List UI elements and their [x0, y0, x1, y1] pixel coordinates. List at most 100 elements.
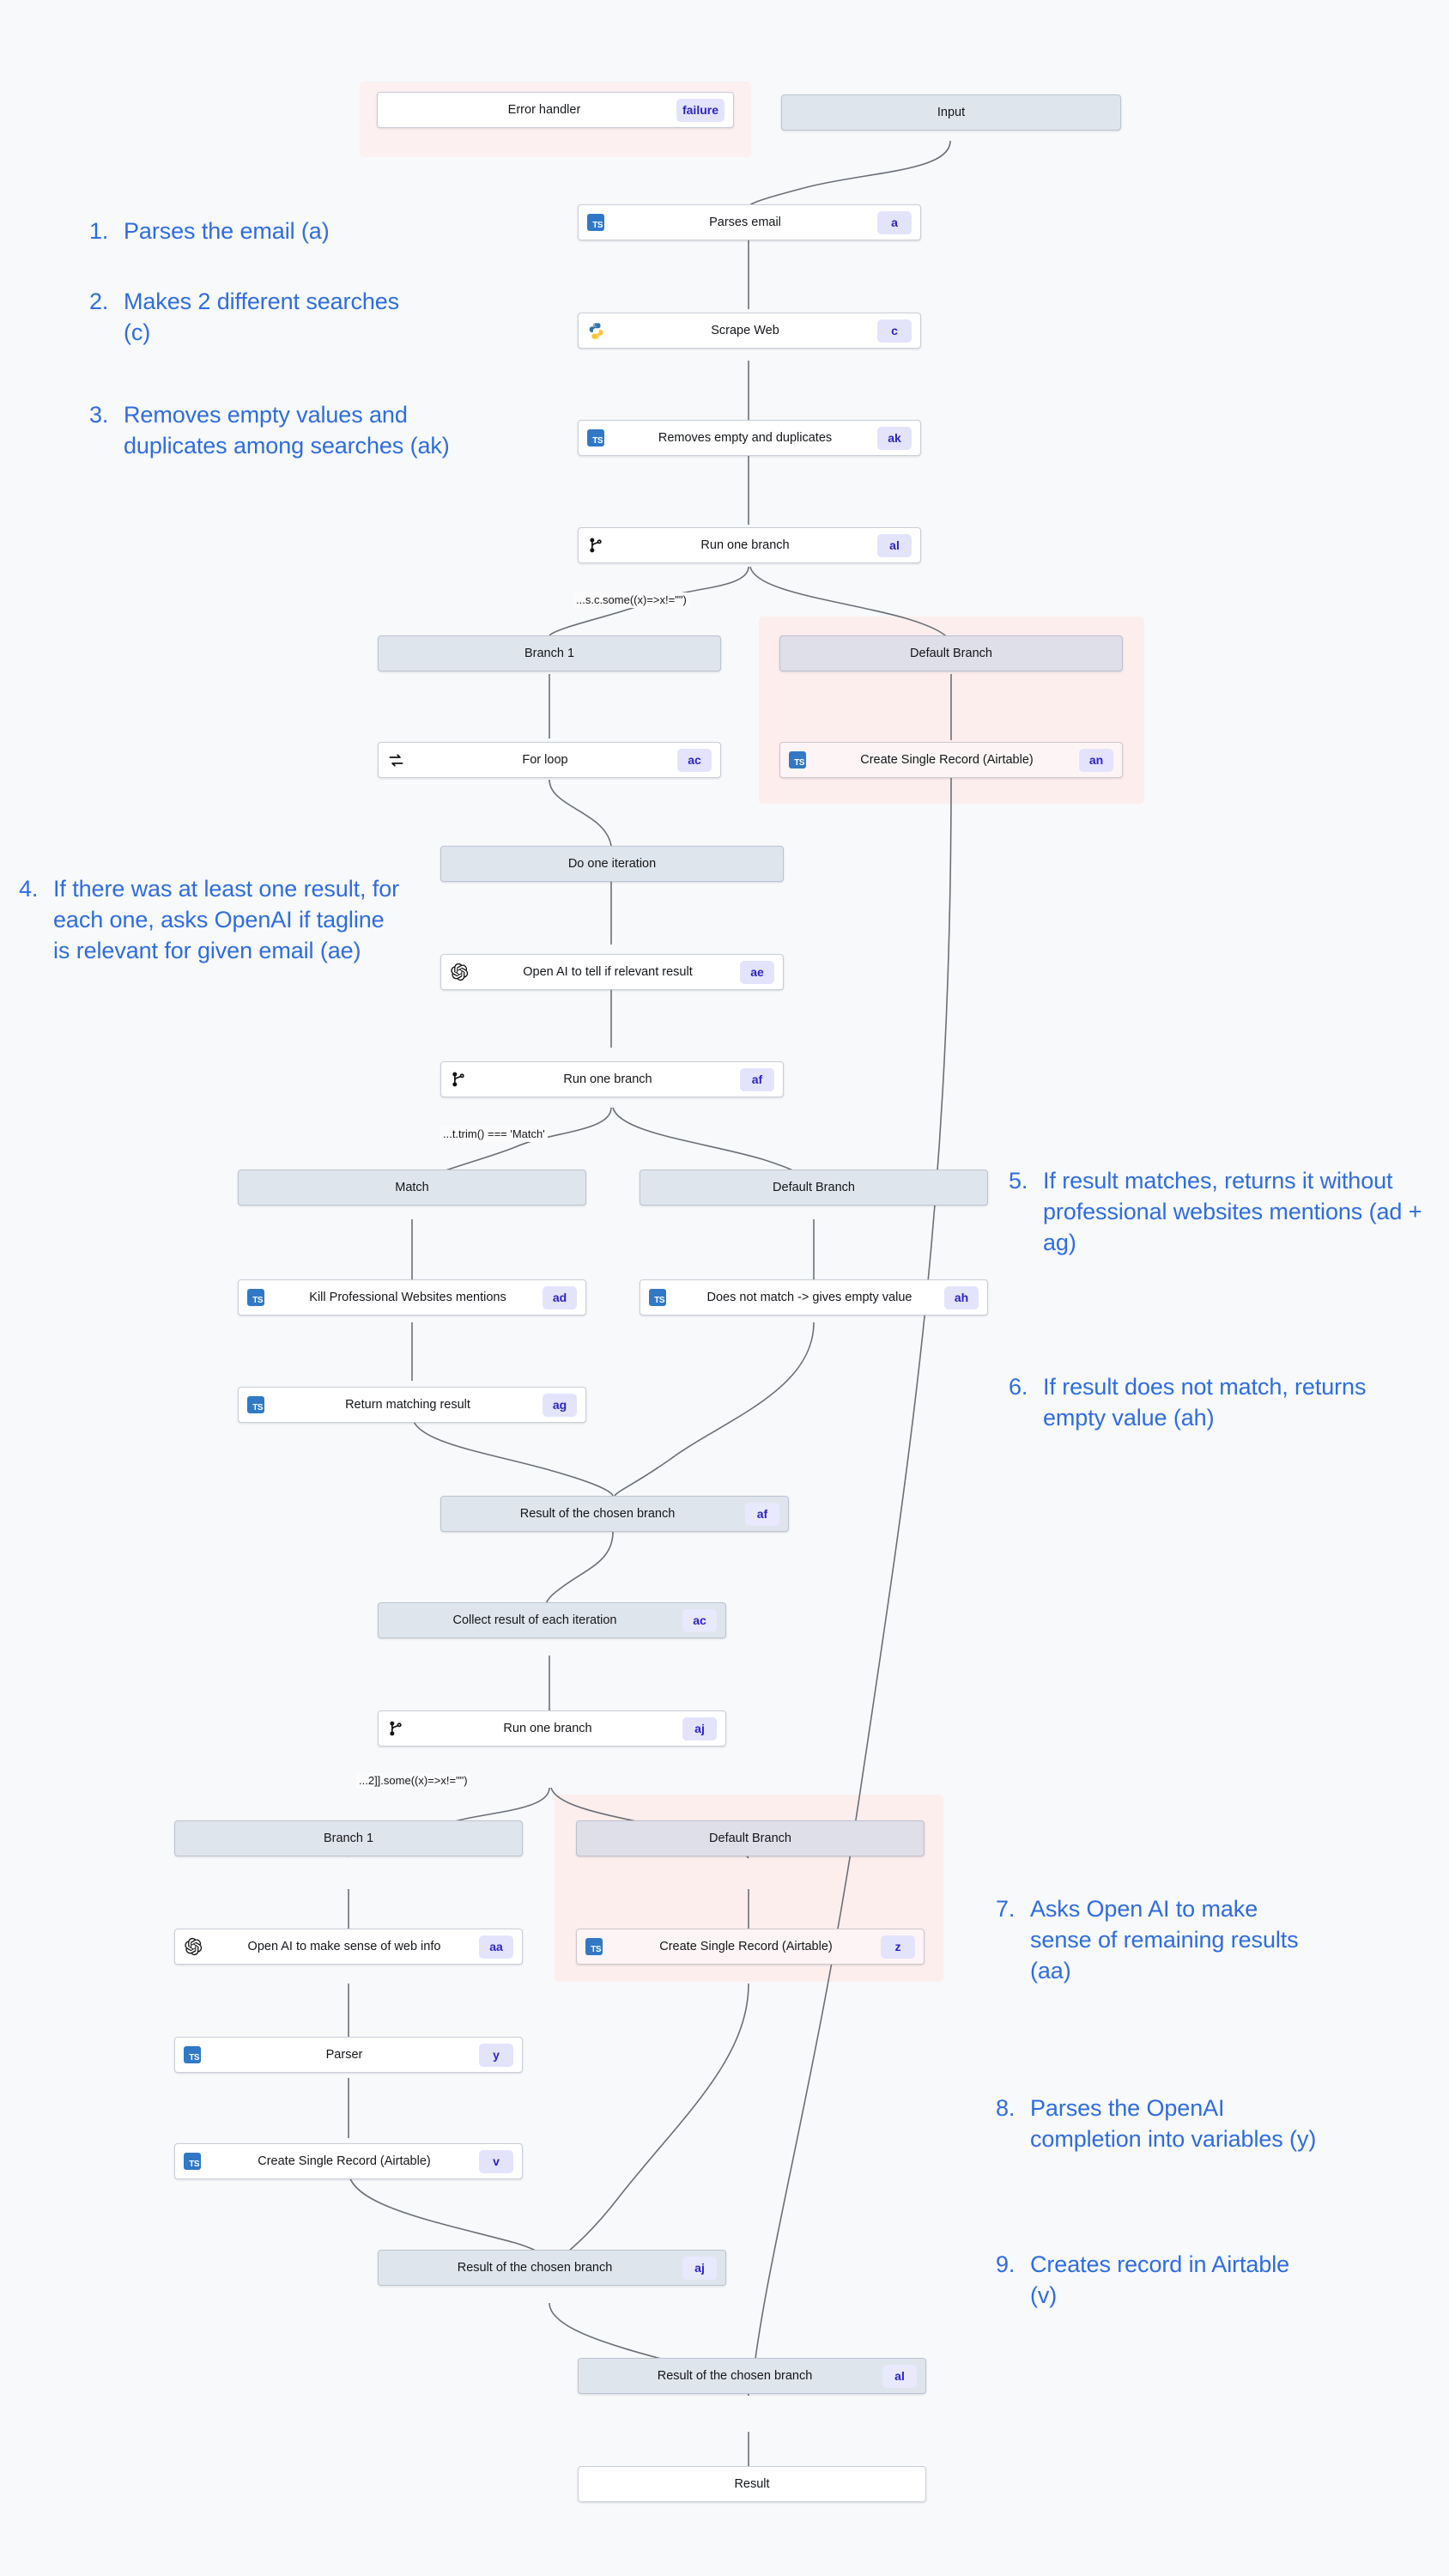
branch-icon [587, 534, 613, 556]
node-label: Create Single Record (Airtable) [860, 753, 1034, 767]
node-label: Open AI to tell if relevant result [523, 965, 693, 979]
node-badge: al [882, 2364, 917, 2388]
typescript-icon: TS [649, 1286, 675, 1309]
node-input[interactable]: Input [781, 94, 1121, 131]
node-label: Result of the chosen branch [519, 1507, 676, 1521]
node-badge: ac [677, 748, 712, 772]
node-badge: c [877, 319, 912, 343]
edge-condition-aj: ...2]].some((x)=>x!="") [356, 1773, 470, 1789]
node-kill-professional-websites-mentions[interactable]: TS Kill Professional Websites mentions a… [238, 1279, 586, 1315]
node-label: Run one branch [503, 1722, 592, 1735]
node-create-single-record-z[interactable]: TS Create Single Record (Airtable) z [576, 1929, 925, 1965]
node-label: Parses email [709, 216, 781, 229]
node-badge: ae [740, 960, 774, 984]
typescript-icon: TS [247, 1286, 273, 1309]
node-do-one-iteration[interactable]: Do one iteration [440, 846, 784, 882]
annotation-item-2: 2. Makes 2 different searches (c) [89, 287, 415, 349]
node-label: For loop [522, 753, 568, 767]
node-label: Create Single Record (Airtable) [659, 1940, 833, 1953]
node-badge: af [745, 1502, 779, 1526]
node-parser[interactable]: TS Parser y [174, 2037, 523, 2073]
annotation-item-5: 5. If result matches, returns it without… [1009, 1166, 1438, 1259]
node-label: Do one iteration [567, 857, 657, 871]
node-badge: failure [676, 98, 724, 122]
node-label: Result of the chosen branch [457, 2261, 613, 2275]
node-label: Input [937, 106, 966, 119]
node-openai-make-sense-web-info[interactable]: Open AI to make sense of web info aa [174, 1929, 523, 1965]
node-branch-1-top[interactable]: Branch 1 [378, 635, 721, 671]
python-icon [587, 319, 613, 342]
branch-icon [450, 1068, 476, 1091]
node-scrape-web[interactable]: Scrape Web c [578, 313, 921, 349]
node-label: Collect result of each iteration [452, 1613, 617, 1627]
node-label: Create Single Record (Airtable) [258, 2154, 431, 2168]
node-parses-email[interactable]: TS Parses email a [578, 204, 921, 240]
typescript-icon: TS [587, 211, 613, 234]
node-collect-result-each-iteration[interactable]: Collect result of each iteration ac [378, 1602, 726, 1638]
node-badge: z [881, 1935, 915, 1959]
node-label: Default Branch [709, 1832, 791, 1845]
node-openai-relevant-result[interactable]: Open AI to tell if relevant result ae [440, 954, 784, 990]
node-label: Return matching result [345, 1398, 470, 1412]
typescript-icon: TS [585, 1935, 611, 1958]
node-default-branch-bottom[interactable]: Default Branch [576, 1820, 925, 1856]
node-create-single-record-an[interactable]: TS Create Single Record (Airtable) an [779, 742, 1123, 778]
annotation-text: If result matches, returns it without pr… [1043, 1168, 1422, 1255]
node-result-chosen-branch-aj[interactable]: Result of the chosen branch aj [378, 2250, 726, 2286]
annotation-number: 7. [996, 1896, 1016, 1922]
node-label: Default Branch [773, 1181, 855, 1194]
node-result-chosen-branch-al[interactable]: Result of the chosen branch al [578, 2358, 926, 2394]
annotation-item-7: 7. Asks Open AI to make sense of remaini… [996, 1894, 1322, 1987]
node-label: Result [734, 2477, 770, 2491]
typescript-icon: TS [184, 2150, 209, 2172]
annotation-text: Makes 2 different searches (c) [124, 289, 400, 345]
annotation-text: Creates record in Airtable (v) [1030, 2251, 1290, 2308]
node-label: Error handler [507, 103, 581, 117]
node-for-loop[interactable]: For loop ac [378, 742, 721, 778]
node-run-one-branch-af[interactable]: Run one branch af [440, 1061, 784, 1097]
node-default-branch-top[interactable]: Default Branch [779, 635, 1123, 671]
node-label: Scrape Web [711, 324, 779, 337]
annotation-item-3: 3. Removes empty values and duplicates a… [89, 400, 501, 462]
node-does-not-match-empty-value[interactable]: TS Does not match -> gives empty value a… [640, 1279, 988, 1315]
annotation-number: 9. [996, 2251, 1016, 2277]
node-branch-1-bottom[interactable]: Branch 1 [174, 1820, 523, 1856]
node-result-chosen-branch-af[interactable]: Result of the chosen branch af [440, 1496, 789, 1532]
node-badge: a [877, 210, 912, 234]
node-badge: an [1079, 748, 1113, 772]
openai-icon [184, 1935, 209, 1958]
node-label: Result of the chosen branch [657, 2369, 813, 2383]
node-default-branch-mid[interactable]: Default Branch [640, 1170, 988, 1206]
node-label: Run one branch [563, 1072, 652, 1086]
node-badge: aj [682, 2256, 717, 2280]
annotation-text: If there was at least one result, for ea… [53, 876, 400, 963]
node-label: Open AI to make sense of web info [247, 1940, 441, 1953]
node-label: Kill Professional Websites mentions [309, 1291, 506, 1304]
annotation-item-4: 4. If there was at least one result, for… [19, 874, 407, 967]
annotation-number: 8. [996, 2095, 1016, 2121]
annotation-number: 4. [19, 876, 39, 902]
edge-condition-al: ...s.c.some((x)=>x!="") [573, 592, 689, 609]
node-run-one-branch-aj[interactable]: Run one branch aj [378, 1710, 726, 1747]
node-error-handler[interactable]: Error handler failure [377, 92, 734, 128]
node-run-one-branch-al[interactable]: Run one branch al [578, 527, 921, 563]
node-label: Parser [325, 2048, 363, 2062]
node-badge: v [479, 2149, 513, 2173]
node-result[interactable]: Result [578, 2466, 926, 2502]
node-label: Removes empty and duplicates [658, 431, 833, 445]
typescript-icon: TS [587, 427, 613, 449]
node-label: Match [395, 1181, 429, 1194]
annotation-text: Parses the email (a) [124, 218, 330, 244]
annotation-number: 3. [89, 402, 109, 428]
typescript-icon: TS [789, 749, 815, 771]
node-return-matching-result[interactable]: TS Return matching result ag [238, 1387, 586, 1423]
node-removes-empty-duplicates[interactable]: TS Removes empty and duplicates ak [578, 420, 921, 456]
annotation-text: Removes empty values and duplicates amon… [124, 402, 450, 459]
annotation-number: 1. [89, 218, 109, 244]
node-create-single-record-v[interactable]: TS Create Single Record (Airtable) v [174, 2143, 523, 2179]
node-badge: af [740, 1067, 774, 1091]
node-label: Default Branch [910, 647, 992, 660]
annotation-text: Asks Open AI to make sense of remaining … [1030, 1896, 1299, 1984]
node-match-branch[interactable]: Match [238, 1170, 586, 1206]
